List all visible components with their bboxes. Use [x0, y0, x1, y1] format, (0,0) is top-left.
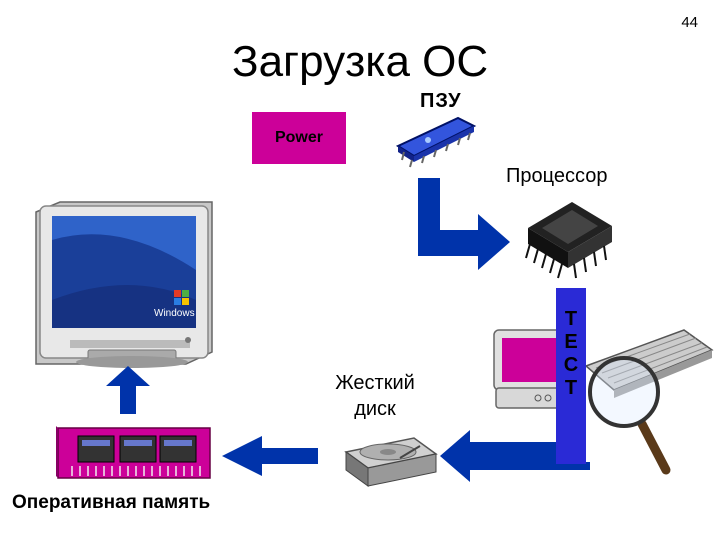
- power-box: Power: [252, 112, 346, 164]
- test-letter: С: [563, 354, 579, 376]
- slide-number: 44: [681, 14, 698, 31]
- arrow-test-to-hdd: [440, 430, 590, 482]
- ram-label: Оперативная память: [12, 492, 211, 513]
- computer-icon: [493, 329, 567, 409]
- rom-label: ПЗУ: [420, 90, 462, 112]
- rom-chip-icon: [395, 116, 477, 168]
- magnifier-icon: [588, 356, 671, 475]
- test-letter: Е: [564, 331, 578, 353]
- hdd-label-line1: Жесткий: [335, 372, 415, 394]
- arrow-hdd-to-ram: [222, 436, 318, 476]
- cpu-icon: [525, 202, 612, 279]
- arrow-ram-to-monitor: [106, 366, 150, 414]
- hdd-label-line2: диск: [354, 398, 396, 420]
- monitor-icon: Windows: [35, 201, 213, 368]
- hdd-label: Жесткий диск: [320, 370, 430, 422]
- power-label: Power: [274, 129, 323, 146]
- test-letter: Т: [564, 377, 578, 399]
- test-strip: Т Е С Т: [556, 288, 586, 464]
- page-title: Загрузка ОС: [232, 37, 489, 86]
- cpu-label: Процессор: [506, 165, 608, 187]
- arrow-rom-to-cpu: [418, 178, 510, 270]
- test-letter: Т: [564, 308, 578, 330]
- hard-disk-icon: [344, 437, 438, 487]
- windows-flag-icon: [174, 290, 189, 305]
- ram-module-icon: [56, 426, 211, 479]
- keyboard-icon: [584, 329, 714, 398]
- windows-logo-text: Windows: [154, 308, 195, 319]
